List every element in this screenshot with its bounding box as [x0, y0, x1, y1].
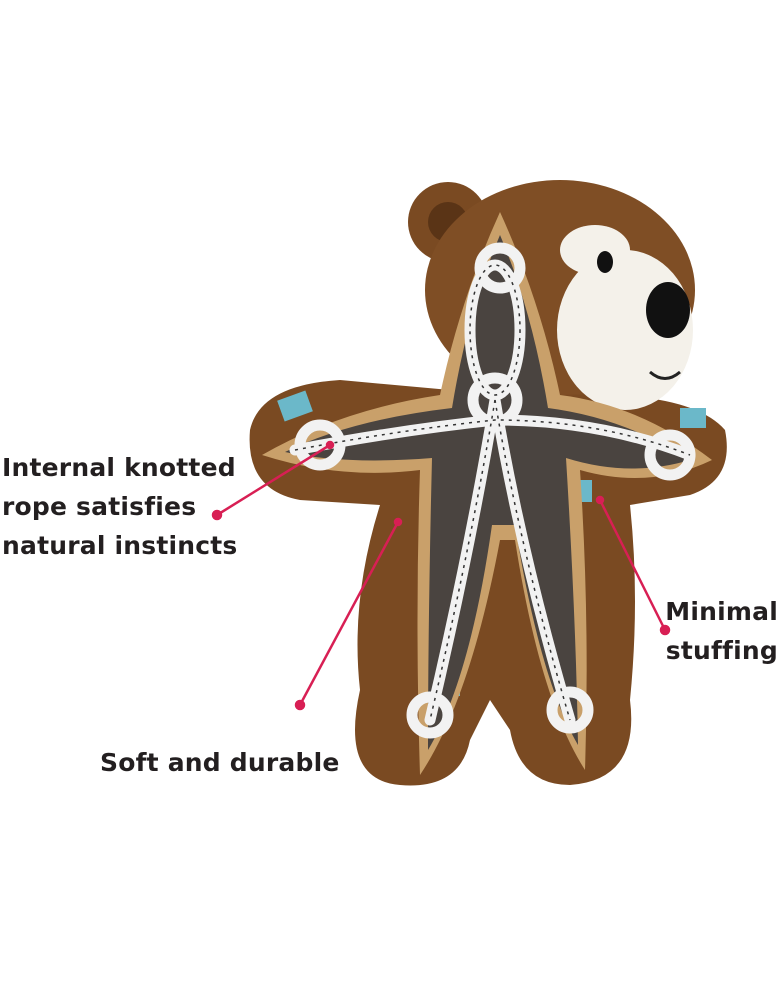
callout-rope-line-3: natural instincts: [2, 531, 238, 560]
callout-line-durable: [298, 521, 400, 706]
eye-icon: [597, 251, 613, 273]
callout-durable-line-1: Soft and durable: [100, 748, 340, 777]
nose-icon: [646, 282, 690, 338]
callout-dot-stuffing: [659, 624, 671, 636]
callout-dot-durable: [294, 699, 306, 711]
callout-line-stuffing: [598, 499, 667, 631]
muzzle: [557, 225, 693, 410]
callout-stuffing-line-1: Minimal: [665, 597, 778, 626]
callout-rope-line-2: rope satisfies: [2, 492, 197, 521]
rope-texture: [294, 264, 691, 721]
callout-lines: [211, 440, 671, 711]
callout-rope: Internal knotted rope satisfies natural …: [2, 448, 238, 565]
inner-rope-panel: [262, 212, 712, 775]
callout-durable: Soft and durable: [100, 743, 340, 782]
callout-rope-line-1: Internal knotted: [2, 453, 236, 482]
callout-dot-rope: [211, 509, 223, 521]
callout-line-rope: [216, 443, 331, 517]
callout-stuffing-line-2: stuffing: [665, 636, 778, 665]
callout-stuffing: Minimal stuffing: [665, 592, 778, 670]
